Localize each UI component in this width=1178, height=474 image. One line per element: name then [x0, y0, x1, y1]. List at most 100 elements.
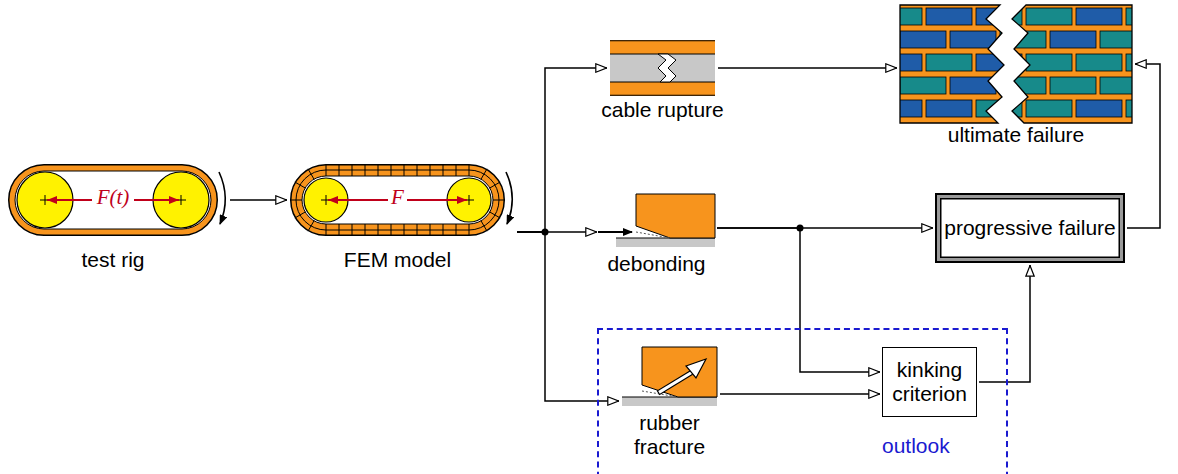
illustration: [610, 40, 715, 96]
mesh-line: [469, 165, 470, 177]
mesh-line: [481, 221, 487, 231]
cable-brick: [1026, 54, 1072, 71]
mesh-line: [365, 165, 366, 177]
cable-brick: [926, 8, 972, 25]
cable-brick: [900, 31, 946, 48]
fem-model: FFEM model: [290, 164, 505, 236]
mesh-line: [339, 224, 340, 236]
mesh-line: [391, 165, 392, 177]
cable-brick: [950, 31, 996, 48]
cable-brick: [1026, 54, 1072, 71]
kink-arrow-outline: [658, 371, 694, 393]
mesh-line: [352, 165, 353, 177]
belt: [9, 165, 218, 236]
center-mark: [326, 195, 327, 205]
cable-brick: [900, 31, 946, 48]
kink-arrow: [659, 371, 694, 392]
mesh-line: [481, 169, 487, 179]
region-label: outlook: [882, 434, 950, 458]
mesh-line: [404, 165, 405, 177]
cable-brick: [1050, 31, 1096, 48]
node-caption: test rig: [81, 248, 144, 272]
crack: [658, 54, 676, 82]
connector-arrow: [979, 265, 1030, 382]
junction-dot: [797, 225, 804, 232]
rubber-layer: [610, 40, 715, 96]
cable-brick: [1076, 8, 1122, 25]
cable-brick: [1100, 31, 1146, 48]
mesh-line: [469, 224, 470, 236]
cable-rupture: cable rupture: [610, 40, 715, 96]
mesh-line: [296, 170, 499, 230]
node-label: kinking criterion: [889, 358, 970, 406]
cable-brick: [926, 8, 972, 25]
matrix: [1012, 5, 1132, 123]
mesh-line: [391, 224, 392, 236]
connector-group: [230, 64, 1160, 401]
cable-brick: [876, 54, 922, 71]
node-caption: debonding: [607, 252, 705, 276]
mesh-line: [456, 224, 457, 236]
cable-brick: [1076, 8, 1122, 25]
connector-arrow: [717, 228, 880, 372]
mesh-line: [308, 169, 314, 179]
connector-arrow: [230, 199, 287, 201]
force-arrow: [328, 199, 388, 201]
rubber-block: [636, 194, 715, 238]
force-arrow: [134, 199, 179, 201]
crack-path: [636, 232, 670, 238]
cable-brick: [1050, 31, 1096, 48]
cable: [610, 54, 715, 82]
outlook-region: outlook rubber fracture kinking criterion: [597, 328, 1008, 474]
cable-brick: [1126, 100, 1172, 117]
illustration: [900, 5, 1132, 123]
mesh-belt: [291, 165, 505, 236]
cable-brick: [1076, 100, 1122, 117]
mesh-line: [430, 224, 431, 236]
block-outline: [900, 5, 1004, 123]
cable-brick: [976, 54, 1022, 71]
cable-brick: [1100, 31, 1146, 48]
mesh-line: [430, 165, 431, 177]
belt-inner: [302, 176, 493, 224]
connector-arrow: [517, 68, 607, 232]
mesh-line: [493, 200, 505, 201]
mesh-line: [295, 182, 305, 188]
kink-arrowhead: [686, 359, 706, 378]
cable-brick: [1076, 54, 1122, 71]
rotation-arrow: [219, 172, 225, 224]
mesh-line: [339, 165, 340, 177]
center-mark: [469, 195, 470, 205]
mesh-line: [308, 221, 314, 231]
cable-brick: [926, 100, 972, 117]
node-caption: ultimate failure: [948, 123, 1085, 147]
mesh-line: [290, 200, 302, 201]
node-caption: rubber fracture: [622, 411, 717, 459]
mesh-line: [378, 224, 379, 236]
cable-brick: [1126, 8, 1172, 25]
cable-brick: [1026, 100, 1072, 117]
center-mark: [181, 195, 182, 205]
test-rig: F(t)test rig: [8, 164, 218, 236]
mesh-line: [326, 224, 327, 236]
connector-arrow: [517, 232, 619, 401]
cable-brick: [876, 54, 922, 71]
cable-brick: [926, 100, 972, 117]
cable: [622, 397, 717, 406]
crack-arrow: [598, 231, 632, 233]
force-arrow: [47, 199, 92, 201]
mesh-line: [352, 224, 353, 236]
cable-brick: [900, 77, 946, 94]
junction-dot: [542, 229, 549, 236]
mesh-line: [404, 224, 405, 236]
cable-brick: [950, 31, 996, 48]
debonding: debonding: [598, 194, 715, 250]
connector-arrow: [720, 393, 880, 395]
cable-brick: [1076, 100, 1122, 117]
rotation-arrow: [506, 172, 512, 224]
mesh-line: [417, 224, 418, 236]
cable-brick: [950, 77, 996, 94]
cable-brick: [900, 77, 946, 94]
layer-edge: [610, 95, 715, 96]
